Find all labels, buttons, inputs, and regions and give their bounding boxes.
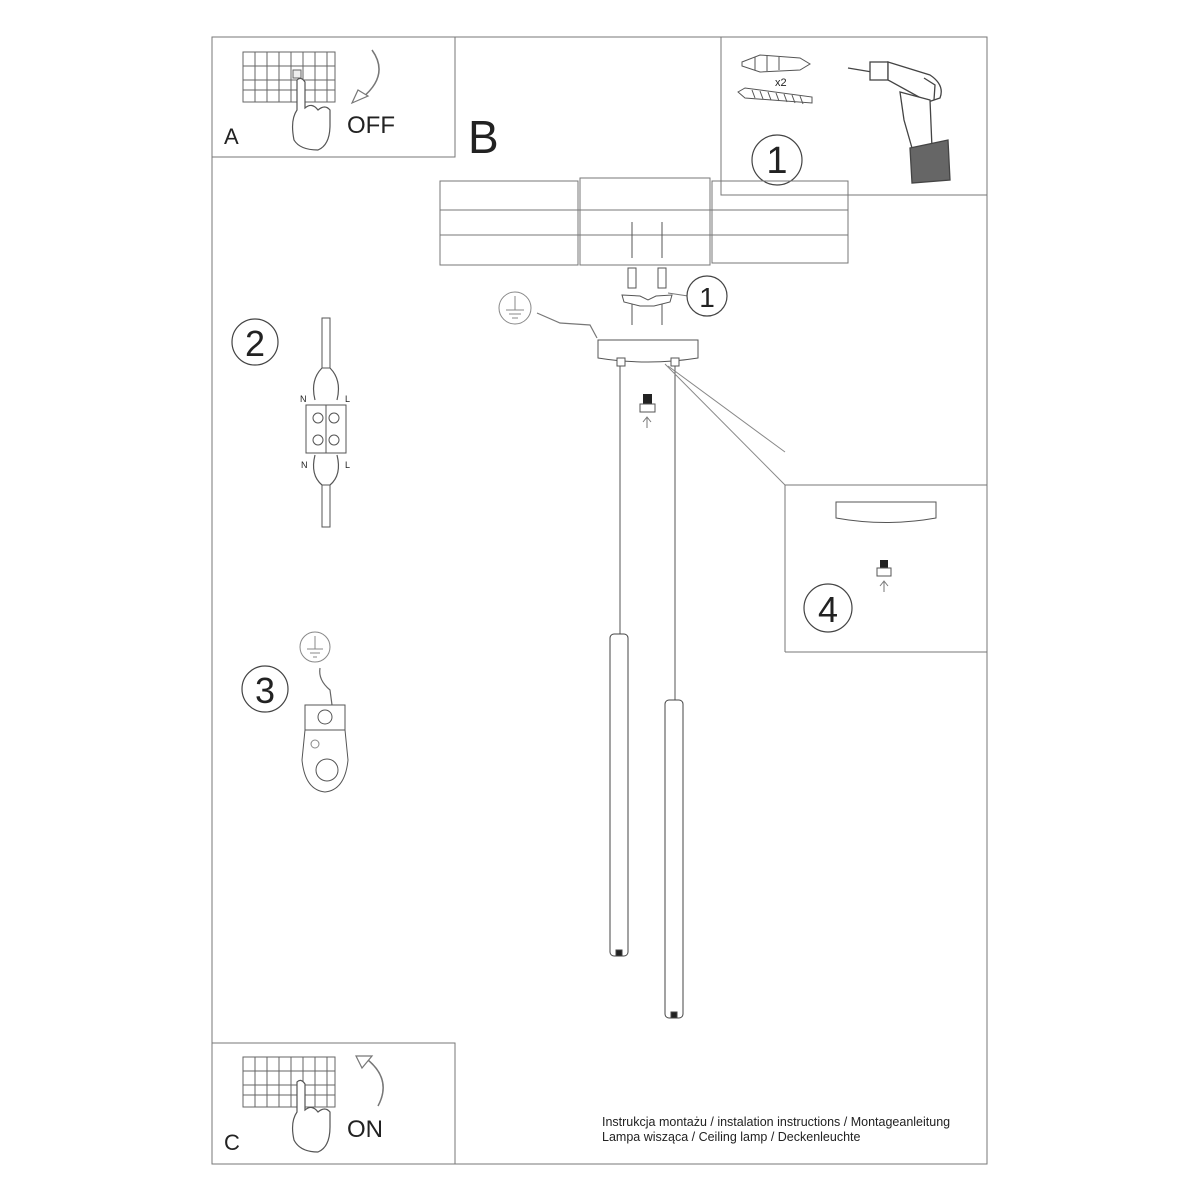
breaker-panel-icon bbox=[242, 1056, 336, 1108]
ground-step: 3 bbox=[241, 631, 349, 793]
neutral-label-bottom: N bbox=[301, 460, 308, 470]
footer: Instrukcja montażu / instalation instruc… bbox=[602, 1115, 950, 1145]
step-number-tools: 1 bbox=[766, 140, 787, 182]
anchors-and-screws bbox=[627, 222, 667, 325]
pendant-tube-left bbox=[609, 633, 629, 957]
live-label-bottom: L bbox=[345, 460, 350, 470]
off-label: OFF bbox=[347, 112, 395, 139]
ground-symbol-icon bbox=[498, 291, 532, 325]
tools-box: x2 1 bbox=[720, 37, 987, 196]
arrow-down-icon bbox=[361, 49, 380, 99]
mounting-bracket-icon bbox=[621, 294, 673, 307]
neutral-label-top: N bbox=[300, 394, 307, 404]
canopy bbox=[597, 339, 699, 367]
on-label: ON bbox=[347, 1116, 383, 1143]
set-screw-icon bbox=[639, 394, 656, 428]
hand-icon bbox=[291, 77, 331, 151]
drill-icon bbox=[847, 61, 951, 184]
panel-letter-c: C bbox=[224, 1130, 240, 1155]
footer-line-2: Lampa wisząca / Ceiling lamp / Deckenleu… bbox=[602, 1130, 861, 1144]
screw-icon bbox=[737, 87, 813, 105]
detail-box: 4 bbox=[784, 484, 987, 653]
panel-letter-b: B bbox=[468, 111, 499, 163]
arrow-up-icon bbox=[367, 1059, 384, 1107]
ceiling-drawing bbox=[439, 177, 849, 266]
pendant-tube-right bbox=[664, 699, 684, 1019]
page-frame bbox=[211, 36, 988, 1165]
step-number-ground: 3 bbox=[255, 670, 275, 711]
step-number-bracket: 1 bbox=[699, 282, 715, 313]
anchor-count: x2 bbox=[775, 77, 787, 89]
footer-line-1: Instrukcja montażu / instalation instruc… bbox=[602, 1115, 951, 1129]
breaker-panel-icon bbox=[242, 51, 336, 103]
panel-letter-a: A bbox=[224, 124, 239, 149]
wall-plug-icon bbox=[741, 54, 811, 73]
hand-icon bbox=[291, 1079, 331, 1153]
wiring-step: 2 N L N L bbox=[231, 317, 350, 528]
live-label-top: L bbox=[345, 394, 350, 404]
step-number-detail: 4 bbox=[818, 589, 838, 630]
panel-a: A OFF bbox=[212, 37, 456, 158]
panel-c: C ON bbox=[212, 1042, 456, 1164]
step-number-wiring: 2 bbox=[245, 323, 265, 364]
